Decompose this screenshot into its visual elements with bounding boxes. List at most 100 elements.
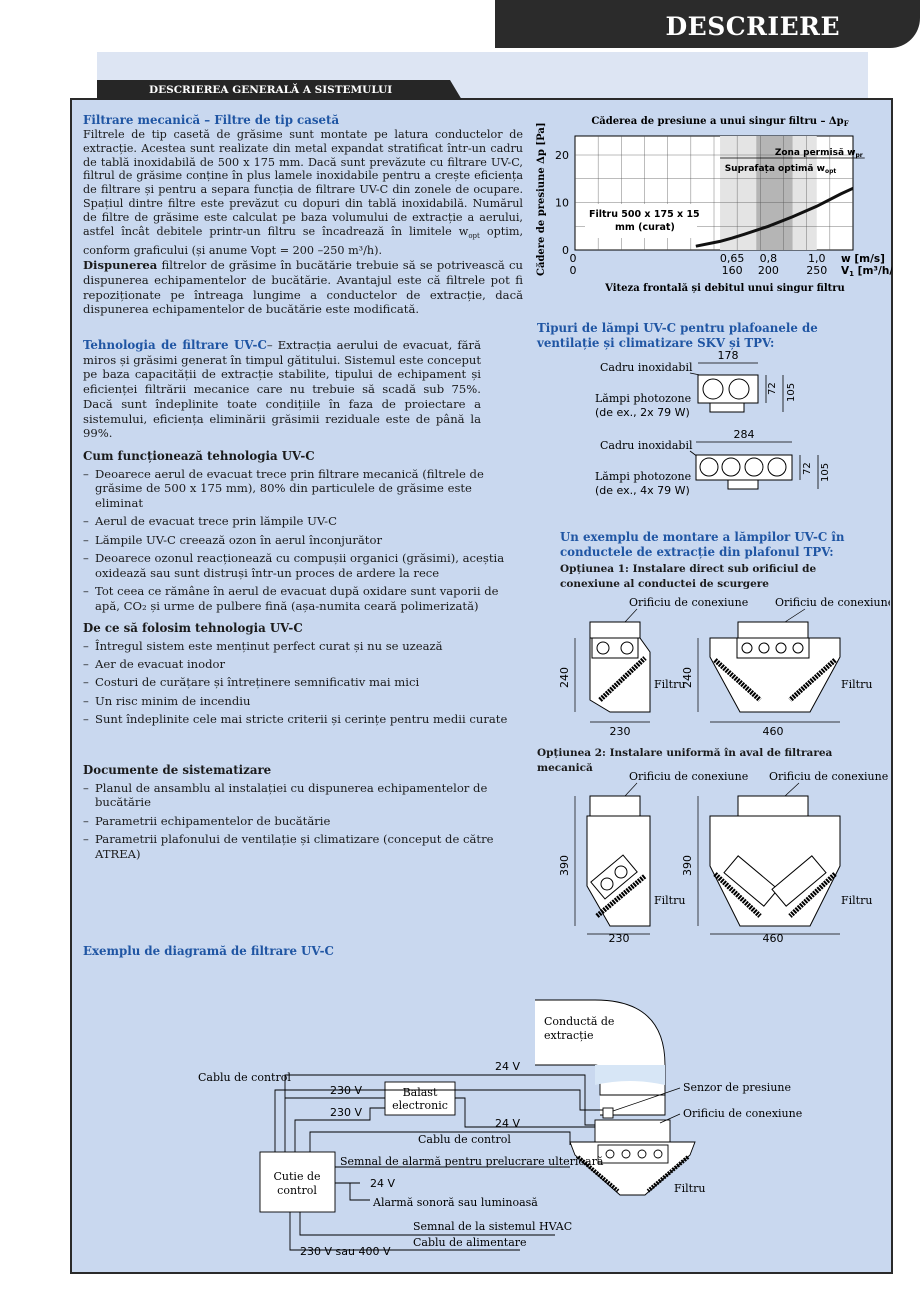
svg-text:24 V: 24 V — [495, 1060, 520, 1073]
list-item: Aerul de evacuat trece prin lămpile UV-C — [83, 514, 523, 529]
svg-text:460: 460 — [763, 932, 784, 945]
list-item: Sunt îndeplinite cele mai stricte criter… — [83, 712, 523, 727]
mount-title: Un exemplu de montare a lămpilor UV-C în… — [560, 530, 845, 559]
why-list: Întregul sistem este menținut perfect cu… — [83, 639, 523, 727]
x-tick-label: 200 — [758, 264, 779, 277]
header-tab: DESCRIERE — [495, 0, 920, 48]
mech-title: Filtrare mecanică – Filtre de tip casetă — [83, 113, 340, 127]
mech-section: Filtrare mecanică – Filtre de tip casetă… — [83, 113, 523, 317]
y-tick-label: 10 — [555, 197, 569, 210]
dim-b-width: 284 — [734, 428, 755, 441]
filter-label-bg — [585, 204, 697, 238]
svg-text:390: 390 — [681, 855, 694, 876]
why-section: De ce să folosim tehnologia UV-C Întregu… — [83, 621, 523, 730]
docs-section: Documente de sistematizare Planul de ans… — [83, 763, 523, 865]
how-title: Cum funcționează tehnologia UV-C — [83, 449, 315, 463]
why-title: De ce să folosim tehnologia UV-C — [83, 621, 303, 635]
svg-text:72: 72 — [802, 462, 813, 475]
x-tick-label: 250 — [806, 264, 827, 277]
svg-text:Orificiu de conexiune: Orificiu de conexiune — [769, 770, 888, 783]
chart-xlabel: Viteza frontală și debitul unui singur f… — [604, 283, 845, 294]
svg-text:Orificiu de conexiune: Orificiu de conexiune — [629, 770, 748, 783]
svg-text:105: 105 — [820, 463, 831, 482]
svg-text:460: 460 — [763, 725, 784, 738]
option2-label: Opțiunea 2: Instalare uniformă în aval d… — [537, 747, 833, 774]
zone-optimal-label: Suprafața optimă wopt — [725, 164, 837, 175]
x-tick-label: 1,0 — [808, 252, 826, 265]
svg-text:230 V: 230 V — [330, 1084, 362, 1097]
dim-h1: 72 — [767, 382, 778, 395]
svg-text:230 V sau 400 V: 230 V sau 400 V — [300, 1245, 391, 1258]
option2-diagram: Orificiu de conexiune Orificiu de conexi… — [558, 770, 888, 945]
svg-text:390: 390 — [558, 855, 571, 876]
svg-text:Orificiu de conexiune: Orificiu de conexiune — [683, 1107, 802, 1120]
svg-text:Filtru: Filtru — [674, 1182, 705, 1195]
list-item: Un risc minim de incendiu — [83, 694, 523, 709]
svg-text:Semnal de alarmă pentru preluc: Semnal de alarmă pentru prelucrare ulter… — [340, 1155, 604, 1168]
frame-label-a: Cadru inoxidabil — [600, 361, 693, 374]
pressure-sensor — [602, 1107, 614, 1119]
uvc-section: Tehnologia de filtrare UV-C– Extracția a… — [83, 338, 481, 441]
ballast-box — [384, 1081, 456, 1116]
list-item: Lămpile UV-C creează ozon în aerul încon… — [83, 533, 523, 548]
list-item: Întregul sistem este menținut perfect cu… — [83, 639, 523, 654]
lamps-diagram: Cadru inoxidabil 178 Lămpi photozone (de… — [595, 349, 831, 497]
chart-ylabel: Cădere de presiune Δp [Pa] — [536, 122, 547, 276]
frame-label-b: Cadru inoxidabil — [600, 439, 693, 452]
svg-text:230 V: 230 V — [330, 1106, 362, 1119]
svg-text:Semnal de la sistemul HVAC: Semnal de la sistemul HVAC — [413, 1220, 572, 1233]
list-item: Parametrii echipamentelor de bucătărie — [83, 814, 523, 829]
dim-a-width: 178 — [718, 349, 739, 362]
connection-box — [594, 1119, 671, 1143]
chart-title: Căderea de presiune a unui singur filtru… — [591, 116, 848, 128]
pressure-chart: Căderea de presiune a unui singur filtru… — [536, 116, 892, 294]
list-item: Aer de evacuat inodor — [83, 657, 523, 672]
svg-text:Senzor de presiune: Senzor de presiune — [683, 1081, 791, 1094]
section-label: DESCRIEREA GENERALĂ A SISTEMULUI — [97, 80, 462, 100]
lamps-title: Tipuri de lămpi UV-C pentru plafoanele d… — [537, 321, 818, 350]
list-item: Planul de ansamblu al instalației cu dis… — [83, 781, 523, 810]
svg-text:Orificiu de conexiune: Orificiu de conexiune — [629, 596, 748, 609]
list-item: Tot ceea ce rămâne în aerul de evacuat d… — [83, 584, 523, 613]
option1-label: Opțiunea 1: Instalare direct sub orifici… — [560, 563, 817, 590]
uvc-title: Tehnologia de filtrare UV-C — [83, 338, 267, 352]
control-box — [259, 1151, 336, 1213]
w-axis-label: w [m/s] — [841, 253, 885, 265]
list-item: Deoarece aerul de evacuat trece prin fil… — [83, 467, 523, 511]
svg-text:24 V: 24 V — [495, 1117, 520, 1130]
svg-text:Filtru: Filtru — [654, 894, 685, 907]
docs-title: Documente de sistematizare — [83, 763, 272, 777]
lamps-a-label: Lămpi photozone — [595, 392, 691, 405]
x-tick-label: 0,65 — [720, 252, 745, 265]
x-tick-label: 0 — [570, 252, 577, 265]
y-tick-label: 20 — [555, 149, 569, 162]
svg-text:Filtru: Filtru — [654, 678, 685, 691]
docs-list: Planul de ansamblu al instalației cu dis… — [83, 781, 523, 862]
x-tick-label: 160 — [722, 264, 743, 277]
svg-text:Orificiu de conexiune: Orificiu de conexiune — [775, 596, 890, 609]
zone-permitted-label: Zona permisă wpr — [775, 148, 863, 159]
how-list: Deoarece aerul de evacuat trece prin fil… — [83, 467, 523, 614]
svg-text:24 V: 24 V — [370, 1177, 395, 1190]
svg-text:Filtru: Filtru — [841, 678, 872, 691]
option1-diagram: Orificiu de conexiune Orificiu de conexi… — [558, 596, 890, 738]
uvc-text: Tehnologia de filtrare UV-C– Extracția a… — [83, 338, 481, 441]
list-item: Costuri de curățare și întreținere semni… — [83, 675, 523, 690]
diagram-title: Exemplu de diagramă de filtrare UV-C — [83, 944, 334, 958]
mech-text-2: Dispunerea filtrelor de grăsime în bucăt… — [83, 258, 523, 317]
page-title: DESCRIERE — [665, 12, 840, 41]
lamps-a-sub: (de ex., 2x 79 W) — [595, 406, 690, 419]
svg-text:(de ex., 4x 79 W): (de ex., 4x 79 W) — [595, 484, 690, 497]
svg-text:240: 240 — [558, 667, 571, 688]
svg-text:Cablu de control: Cablu de control — [198, 1071, 291, 1084]
svg-text:230: 230 — [609, 932, 630, 945]
list-item: Parametrii plafonului de ventilație și c… — [83, 832, 523, 861]
v-axis-label: V1 [m³/h/pc] — [841, 265, 892, 278]
svg-text:Cablu de alimentare: Cablu de alimentare — [413, 1236, 527, 1249]
mech-text: Filtrele de tip casetă de grăsime sunt m… — [83, 127, 523, 258]
x-tick-label: 0,8 — [760, 252, 778, 265]
